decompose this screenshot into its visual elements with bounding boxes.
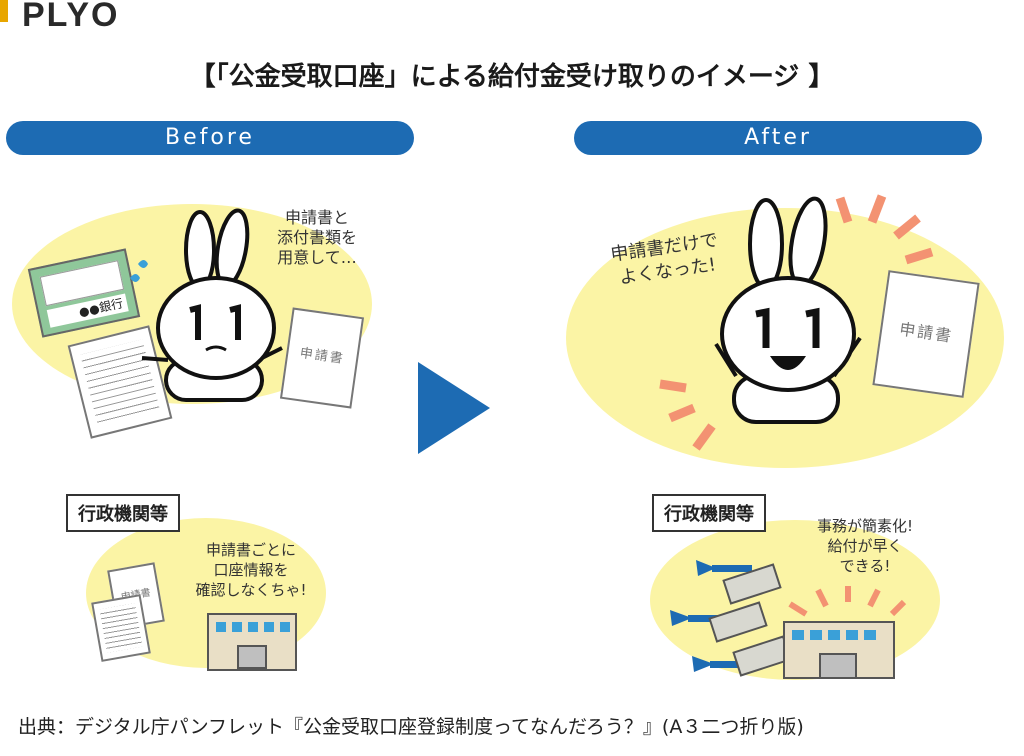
before-rabbit-icon	[130, 208, 283, 402]
source-footer: 出典：デジタル庁パンフレット『公金受取口座登録制度ってなんだろう？』(A３二つ折…	[18, 716, 804, 738]
before-application-form: 申請書	[279, 307, 365, 409]
after-agency-speech: 事務が簡素化! 給付が早く できる!	[816, 517, 913, 575]
after-rabbit-icon	[714, 196, 862, 424]
sparkle-lines-icon	[659, 194, 934, 451]
before-agency-speech: 申請書ごとに 口座情報を 確認しなくちゃ!	[195, 541, 307, 599]
after-header: After	[574, 121, 982, 155]
before-agency-label: 行政機関等	[66, 494, 180, 532]
before-header: Before	[6, 121, 414, 155]
logo-mark	[0, 0, 8, 22]
logo: PLYO	[0, 0, 119, 32]
page-title: 【「公金受取口座」による給付金受け取りのイメージ 】	[189, 62, 835, 92]
before-speech: 申請書と 添付書類を 用意して…	[276, 208, 357, 267]
after-agency-label: 行政機関等	[652, 494, 766, 532]
small-document	[91, 594, 151, 662]
logo-text: PLYO	[22, 0, 120, 34]
before-building-icon	[207, 613, 297, 671]
money-flow-icon	[670, 560, 907, 679]
arrow-right-icon	[418, 362, 490, 454]
